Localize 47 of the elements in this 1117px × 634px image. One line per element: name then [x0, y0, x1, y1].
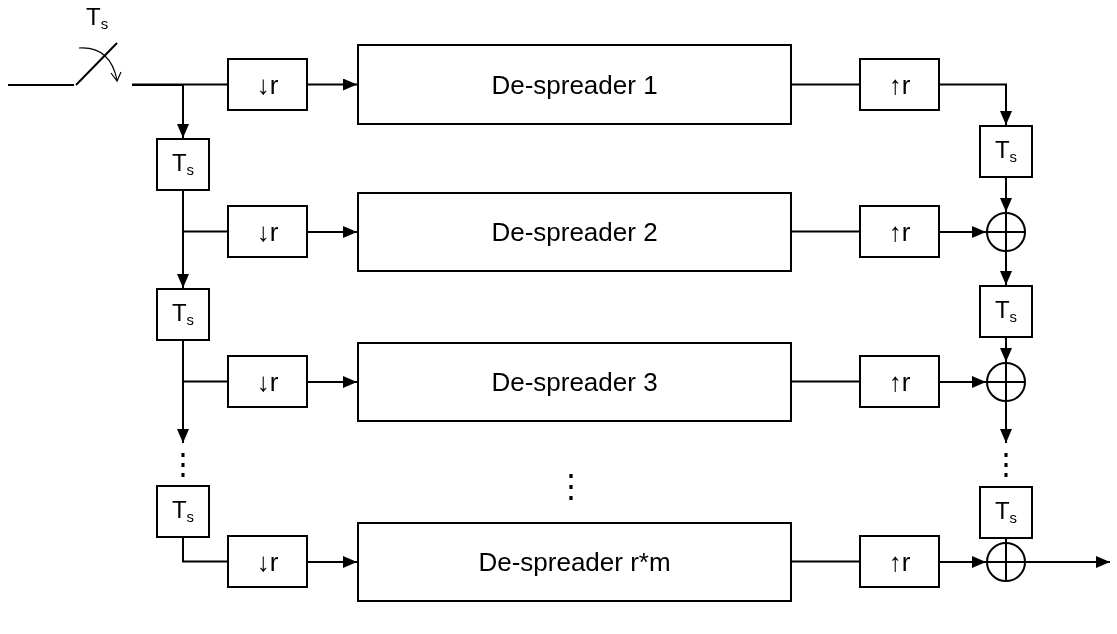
summing-junction	[986, 542, 1026, 582]
signal-line	[182, 537, 228, 563]
arrow	[307, 556, 358, 568]
signal-line	[791, 560, 860, 563]
despreader-box: De-spreader 3	[357, 342, 792, 422]
arrow	[1000, 337, 1012, 363]
arrow	[1025, 556, 1111, 568]
upsampler-box: ↑r	[859, 58, 940, 111]
delay-box: T$_{s}$	[979, 285, 1033, 338]
downsampler-box: ↓r	[227, 205, 308, 258]
ellipsis: ⋮	[994, 443, 1018, 485]
despreader-box: De-spreader r*m	[357, 522, 792, 602]
arrow	[1000, 251, 1012, 286]
upsampler-box: ↑r	[859, 355, 940, 408]
ellipsis: ⋮	[555, 470, 587, 502]
arrow	[131, 84, 189, 139]
arrow	[307, 376, 358, 388]
downsampler-box: ↓r	[227, 535, 308, 588]
delay-box: T$_{s}$	[979, 486, 1033, 539]
arrow	[1000, 401, 1012, 444]
signal-line	[791, 230, 860, 233]
arrow	[307, 78, 358, 91]
delay-box: T$_{s}$	[156, 138, 210, 191]
switch-label: T$_{s}$	[86, 5, 109, 33]
arrow	[939, 83, 1012, 126]
signal-line	[7, 84, 75, 86]
despreader-box: De-spreader 1	[357, 44, 792, 125]
arrow	[939, 376, 987, 388]
arrow	[307, 226, 358, 238]
arrow	[1000, 177, 1012, 213]
arrow	[177, 340, 189, 444]
delay-box: T$_{s}$	[156, 485, 210, 538]
ellipsis: ⋮	[171, 443, 195, 485]
delay-box: T$_{s}$	[156, 288, 210, 341]
summing-junction	[986, 362, 1026, 402]
summing-junction	[986, 212, 1026, 252]
downsampler-box: ↓r	[227, 355, 308, 408]
signal-line	[791, 83, 860, 86]
arrow	[177, 190, 189, 289]
arrow	[939, 556, 987, 568]
despreader-box: De-spreader 2	[357, 192, 792, 272]
arrow	[939, 226, 987, 238]
upsampler-box: ↑r	[859, 535, 940, 588]
signal-line	[791, 380, 860, 383]
upsampler-box: ↑r	[859, 205, 940, 258]
downsampler-box: ↓r	[227, 58, 308, 111]
delay-box: T$_{s}$	[979, 125, 1033, 178]
